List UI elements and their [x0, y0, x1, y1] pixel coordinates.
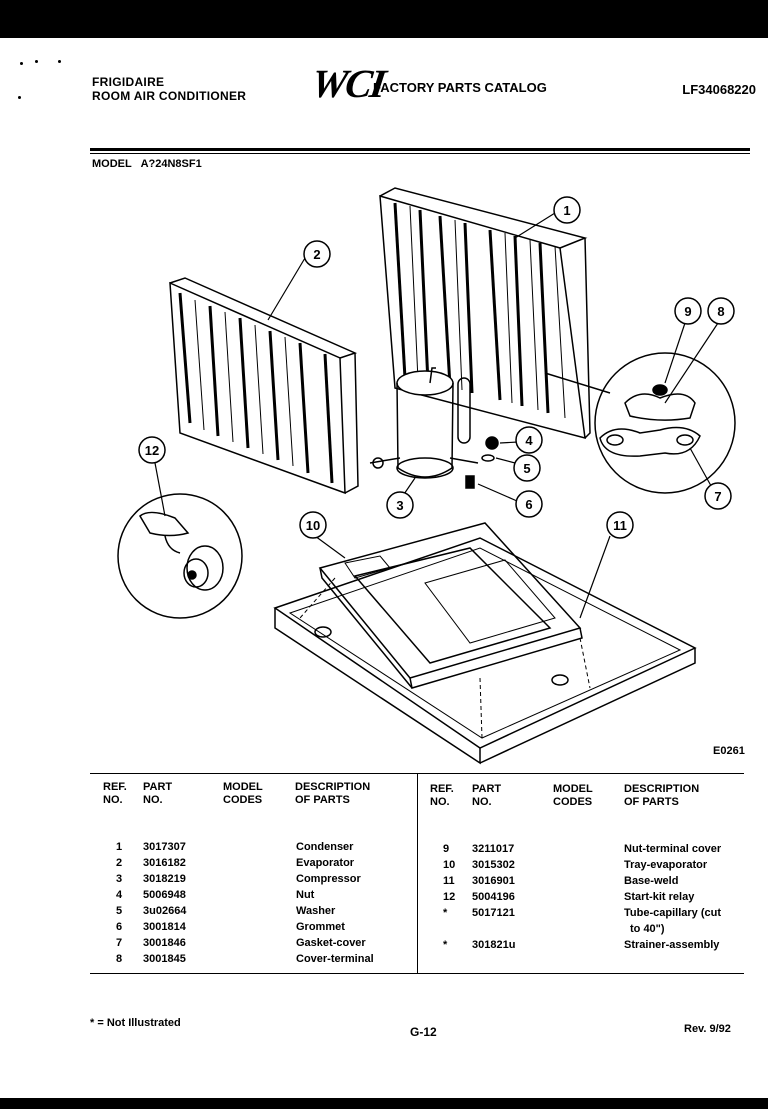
table-cell-part: 3001814 — [143, 921, 186, 933]
footnote: * = Not Illustrated — [90, 1017, 181, 1029]
model-label: MODEL — [92, 158, 132, 170]
table-cell-ref: 11 — [443, 875, 455, 887]
table-cell-ref: 12 — [443, 891, 456, 903]
table-cell-part: 5004196 — [472, 891, 515, 903]
table-cell-desc: Condenser — [296, 841, 354, 853]
table-cell-part: 3u02664 — [143, 905, 187, 917]
table-divider — [417, 773, 418, 973]
table-cell-desc: Base-weld — [624, 875, 679, 887]
callout-1: 1 — [563, 203, 570, 218]
header-rule — [90, 148, 750, 151]
table-cell-desc: Cover-terminal — [296, 953, 374, 965]
catalog-title: FACTORY PARTS CATALOG — [373, 80, 547, 95]
table-cell-ref: 1 — [116, 841, 123, 853]
table-cell-ref: 7 — [116, 937, 123, 949]
table-cell-part: 3017307 — [143, 841, 186, 853]
callout-5: 5 — [523, 461, 530, 476]
table-cell-desc: Compressor — [296, 873, 361, 885]
table-cell-ref: * — [443, 939, 448, 951]
table-cell-part: 3016901 — [472, 875, 515, 887]
header-rule-thin — [90, 153, 750, 154]
table-cell-ref: 6 — [116, 921, 123, 933]
relay-detail — [117, 493, 243, 619]
callout-4: 4 — [525, 433, 533, 448]
page-number: G-12 — [410, 1025, 437, 1039]
small-parts — [465, 436, 499, 489]
table-cell-part: 3016182 — [143, 857, 186, 869]
brand-name: FRIGIDAIRE — [92, 75, 165, 89]
callout-9: 9 — [684, 304, 691, 319]
diagram-code: E0261 — [713, 745, 745, 757]
header-ref: REF.NO. — [103, 781, 127, 806]
terminal-cover-detail — [544, 352, 736, 494]
table-cell-desc: Nut — [296, 889, 315, 901]
table-cell-ref: 8 — [116, 953, 123, 965]
table-cell-desc: Strainer-assembly — [624, 939, 720, 951]
table-cell-part: 301821u — [472, 939, 516, 951]
header-ref-right: REF.NO. — [430, 783, 454, 808]
table-cell-desc: Tray-evaporator — [624, 859, 708, 871]
table-cell-desc: Gasket-cover — [296, 937, 366, 949]
table-cell-desc: Tube-capillary (cut — [624, 907, 721, 919]
base-drawing — [273, 537, 697, 765]
table-cell-ref: 10 — [443, 859, 456, 871]
callout-8: 8 — [717, 304, 724, 319]
evaporator-drawing — [169, 277, 359, 495]
table-cell-desc: to 40") — [630, 923, 665, 935]
table-cell-part: 5017121 — [472, 907, 515, 919]
model-line: MODEL A?24N8SF1 — [92, 158, 202, 170]
table-cell-part: 5006948 — [143, 889, 186, 901]
table-cell-desc: Evaporator — [296, 857, 355, 869]
model-number: A?24N8SF1 — [140, 158, 202, 170]
table-cell-ref: 5 — [116, 905, 123, 917]
compressor-drawing — [369, 367, 479, 479]
product-name: ROOM AIR CONDITIONER — [92, 89, 247, 103]
table-cell-desc: Grommet — [296, 921, 345, 933]
table-cell-desc: Nut-terminal cover — [624, 843, 722, 855]
table-cell-ref: 2 — [116, 857, 123, 869]
catalog-id: LF34068220 — [682, 82, 756, 97]
table-cell-ref: 4 — [116, 889, 123, 901]
callout-10: 10 — [306, 518, 320, 533]
callout-11: 11 — [613, 518, 627, 533]
callout-7: 7 — [714, 489, 721, 504]
table-cell-part: 3015302 — [472, 859, 515, 871]
table-cell-part: 3001846 — [143, 937, 186, 949]
callout-12: 12 — [145, 443, 159, 458]
tray-drawing — [318, 522, 583, 689]
catalog-page: FRIGIDAIRE ROOM AIR CONDITIONER WCI FACT… — [0, 38, 768, 1098]
table-cell-desc: Washer — [296, 905, 336, 917]
table-bottom-rule — [90, 973, 744, 974]
table-cell-desc: Start-kit relay — [624, 891, 695, 903]
table-cell-part: 3001845 — [143, 953, 186, 965]
table-cell-ref: 3 — [116, 873, 123, 885]
callout-2: 2 — [313, 247, 320, 262]
table-cell-ref: 9 — [443, 843, 450, 855]
condenser-drawing — [379, 187, 591, 440]
parts-diagram: 1 2 3 4 5 6 7 8 9 10 11 12 — [117, 187, 736, 765]
callout-3: 3 — [396, 498, 403, 513]
table-cell-ref: * — [443, 907, 448, 919]
table-cell-part: 3018219 — [143, 873, 186, 885]
callout-6: 6 — [525, 497, 532, 512]
revision: Rev. 9/92 — [684, 1023, 731, 1035]
callout-labels: 1 2 3 4 5 6 7 8 9 10 11 12 — [145, 203, 725, 533]
table-cell-part: 3211017 — [472, 843, 515, 855]
